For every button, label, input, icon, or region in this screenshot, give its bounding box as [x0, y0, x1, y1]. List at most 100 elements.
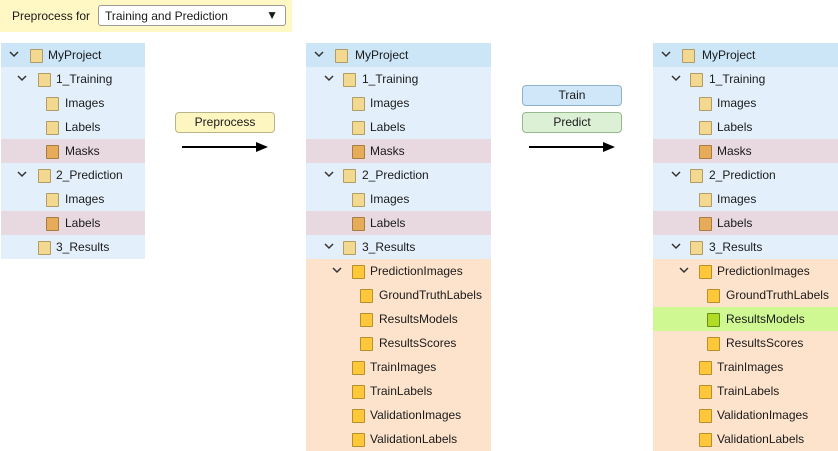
folder-label: 2_Prediction [56, 168, 123, 182]
chevron-down-icon[interactable] [671, 73, 681, 83]
chevron-down-icon[interactable] [324, 73, 334, 83]
tree-row-training-images[interactable]: Images [306, 91, 491, 115]
folder-label: ValidationImages [370, 408, 462, 422]
folder-label: Images [65, 192, 105, 206]
tree-row-prediction[interactable]: 2_Prediction [1, 163, 145, 187]
folder-icon [699, 192, 712, 207]
tree-row-prediction-images-dir[interactable]: PredictionImages [306, 259, 491, 283]
tree-row-prediction-labels[interactable]: Labels [653, 211, 838, 235]
tree-row-prediction[interactable]: 2_Prediction [306, 163, 491, 187]
folder-label: 1_Training [56, 72, 113, 86]
folder-icon [699, 432, 712, 447]
tree-row-training[interactable]: 1_Training [306, 67, 491, 91]
folder-label: Labels [717, 216, 753, 230]
arrow-right-icon [529, 142, 615, 152]
folder-icon [38, 240, 51, 255]
folder-label: TrainLabels [370, 384, 433, 398]
folder-label: Labels [370, 120, 406, 134]
folder-label: 1_Training [709, 72, 766, 86]
tree-row-training-masks[interactable]: Masks [1, 139, 145, 163]
folder-icon [343, 240, 356, 255]
tree-row-training-images[interactable]: Images [1, 91, 145, 115]
folder-label: Masks [370, 144, 405, 158]
tree-row-validation-labels[interactable]: ValidationLabels [306, 427, 491, 451]
tree-row-train-labels[interactable]: TrainLabels [653, 379, 838, 403]
tree-row-results-models-selected[interactable]: ResultsModels [653, 307, 838, 331]
preprocess-for-bar: Preprocess for Training and Prediction ▼ [0, 0, 292, 32]
tree-row-results-models[interactable]: ResultsModels [306, 307, 491, 331]
folder-label: TrainImages [717, 360, 784, 374]
preprocess-mode-dropdown[interactable]: Training and Prediction ▼ [98, 5, 286, 26]
folder-label: 2_Prediction [709, 168, 776, 182]
chevron-down-icon[interactable] [17, 169, 27, 179]
folder-icon [360, 312, 373, 327]
chevron-down-icon[interactable] [9, 49, 19, 59]
folder-icon [46, 120, 59, 135]
folder-icon [335, 48, 348, 63]
chevron-down-icon[interactable] [17, 73, 27, 83]
chevron-down-icon[interactable] [679, 265, 689, 275]
tree-row-results[interactable]: 3_Results [1, 235, 145, 259]
tree-row-prediction-labels[interactable]: Labels [306, 211, 491, 235]
tree-row-training[interactable]: 1_Training [653, 67, 838, 91]
preprocess-button[interactable]: Preprocess [175, 112, 275, 133]
folder-icon [707, 336, 720, 351]
folder-label: Images [717, 192, 757, 206]
train-button[interactable]: Train [522, 85, 622, 106]
tree-row-ground-truth-labels[interactable]: GroundTruthLabels [306, 283, 491, 307]
tree-row-prediction-images[interactable]: Images [653, 187, 838, 211]
tree-row-training-labels[interactable]: Labels [306, 115, 491, 139]
folder-icon [352, 384, 365, 399]
predict-button[interactable]: Predict [522, 112, 622, 133]
tree-row-train-labels[interactable]: TrainLabels [306, 379, 491, 403]
chevron-down-icon[interactable] [324, 241, 334, 251]
chevron-down-icon[interactable] [324, 169, 334, 179]
chevron-down-icon[interactable] [332, 265, 342, 275]
tree-row-ground-truth-labels[interactable]: GroundTruthLabels [653, 283, 838, 307]
tree-row-results[interactable]: 3_Results [306, 235, 491, 259]
folder-label: ValidationImages [717, 408, 809, 422]
folder-label: Masks [65, 144, 100, 158]
folder-icon [707, 288, 720, 303]
tree-row-training-labels[interactable]: Labels [653, 115, 838, 139]
tree-row-results-scores[interactable]: ResultsScores [306, 331, 491, 355]
tree-row-training-labels[interactable]: Labels [1, 115, 145, 139]
chevron-down-icon[interactable] [314, 49, 324, 59]
tree-row-validation-labels[interactable]: ValidationLabels [653, 427, 838, 451]
tree-row-root[interactable]: MyProject [306, 43, 491, 67]
tree-row-results-scores[interactable]: ResultsScores [653, 331, 838, 355]
tree-row-validation-images[interactable]: ValidationImages [653, 403, 838, 427]
tree-row-root[interactable]: MyProject [653, 43, 838, 67]
tree-row-prediction-images[interactable]: Images [1, 187, 145, 211]
folder-icon [46, 144, 59, 159]
folder-icon [699, 120, 712, 135]
tree-row-results[interactable]: 3_Results [653, 235, 838, 259]
folder-label: MyProject [702, 48, 756, 62]
tree-row-training[interactable]: 1_Training [1, 67, 145, 91]
tree-row-training-masks[interactable]: Masks [653, 139, 838, 163]
folder-icon [352, 432, 365, 447]
tree-row-validation-images[interactable]: ValidationImages [306, 403, 491, 427]
folder-icon [30, 48, 43, 63]
tree-row-training-images[interactable]: Images [653, 91, 838, 115]
tree-row-root[interactable]: MyProject [1, 43, 145, 67]
chevron-down-icon[interactable] [661, 49, 671, 59]
folder-label: Labels [370, 216, 406, 230]
tree-row-training-masks[interactable]: Masks [306, 139, 491, 163]
tree-row-train-images[interactable]: TrainImages [306, 355, 491, 379]
folder-icon [682, 48, 695, 63]
folder-icon [360, 336, 373, 351]
tree-row-prediction[interactable]: 2_Prediction [653, 163, 838, 187]
tree-row-prediction-images-dir[interactable]: PredictionImages [653, 259, 838, 283]
chevron-down-icon[interactable] [671, 169, 681, 179]
tree-row-prediction-images[interactable]: Images [306, 187, 491, 211]
tree-after-training: MyProject 1_Training Images Labels Masks… [653, 43, 838, 451]
folder-icon [352, 360, 365, 375]
folder-icon [352, 144, 365, 159]
tree-row-prediction-labels[interactable]: Labels [1, 211, 145, 235]
tree-row-train-images[interactable]: TrainImages [653, 355, 838, 379]
folder-label: 1_Training [362, 72, 419, 86]
folder-icon [707, 312, 720, 327]
chevron-down-icon[interactable] [671, 241, 681, 251]
folder-icon [690, 240, 703, 255]
